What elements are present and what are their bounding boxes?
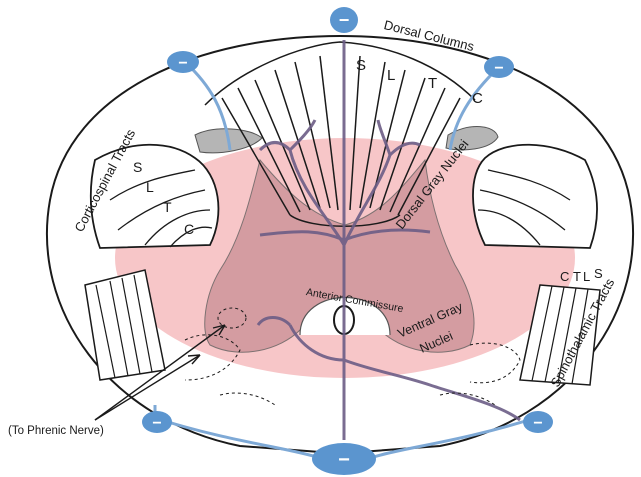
corticospinal-letter: C [184, 221, 194, 237]
electrode-symbol: − [494, 60, 503, 77]
electrode-lower-right[interactable]: − [523, 411, 553, 433]
label-to-phrenic-nerve: (To Phrenic Nerve) [8, 425, 104, 437]
electrode-upper-left[interactable]: − [167, 51, 199, 73]
dorsal-letter: L [387, 67, 395, 84]
electrode-upper-right[interactable]: − [484, 56, 514, 78]
electrode-symbol: − [152, 415, 161, 432]
electrode-symbol: − [533, 415, 542, 432]
electrode-top[interactable]: − [330, 7, 358, 33]
corticospinal-letter: S [133, 159, 142, 175]
spinothalamic-letter: C [560, 269, 569, 284]
spinothalamic-letter: T [573, 269, 581, 284]
electrode-symbol: − [339, 10, 350, 30]
corticospinal-letter: T [163, 199, 172, 215]
electrode-symbol: − [178, 55, 187, 72]
dorsal-letter: T [428, 75, 437, 92]
electrode-lower-left[interactable]: − [142, 411, 172, 433]
right-tract-box [473, 145, 597, 248]
corticospinal-letter: L [146, 179, 154, 195]
electrode-symbol: − [338, 449, 350, 471]
dorsal-letter: C [472, 90, 483, 107]
spinothalamic-letter: L [583, 269, 590, 284]
electrode-bottom[interactable]: − [312, 443, 376, 475]
dorsal-letter: S [356, 57, 366, 74]
